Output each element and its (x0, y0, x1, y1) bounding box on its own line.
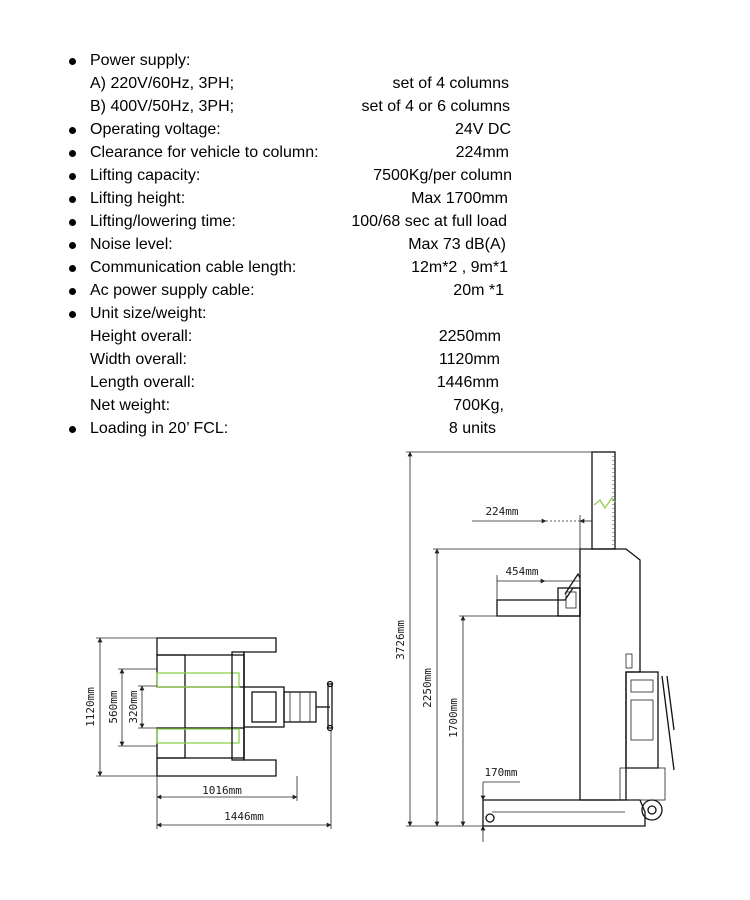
spec-value: set of 4 or 6 columns (361, 98, 510, 115)
spec-row: Width overall: 1120mm (0, 348, 750, 371)
dim-unit-height: 2250mm (421, 668, 434, 708)
spec-label: Clearance for vehicle to column: (90, 144, 319, 161)
spec-value: 2250mm (438, 328, 501, 345)
dim-fork-outer: 560mm (107, 690, 120, 723)
spec-label: Lifting capacity: (90, 167, 201, 184)
bullet-icon (69, 58, 76, 65)
spec-value: 224mm (455, 144, 509, 161)
dim-clearance: 224mm (485, 505, 518, 518)
spec-value: 12m*2 , 9m*1 (411, 259, 508, 276)
spec-label: A) 220V/60Hz, 3PH; (90, 75, 235, 92)
dim-pad-reach: 454mm (505, 565, 538, 578)
bullet-icon (69, 242, 76, 249)
bullet-icon (69, 265, 76, 272)
spec-value: 7500Kg/per column (373, 167, 512, 184)
spec-label: Loading in 20’ FCL: (90, 420, 229, 437)
spec-value: 700Kg, (453, 397, 504, 414)
spec-row: Loading in 20’ FCL: 8 units (0, 417, 750, 440)
spec-value: 1120mm (438, 351, 500, 368)
spec-row: A) 220V/60Hz, 3PH; set of 4 columns (0, 72, 750, 95)
spec-label: Lifting/lowering time: (90, 213, 236, 230)
spec-row: Net weight: 700Kg, (0, 394, 750, 417)
spec-value: 8 units (448, 420, 496, 437)
dim-length-overall: 1446mm (224, 810, 264, 823)
spec-row: Noise level: Max 73 dB(A) (0, 233, 750, 256)
spec-row: Communication cable length: 12m*2 , 9m*1 (0, 256, 750, 279)
dim-fork-length: 1016mm (202, 784, 242, 797)
dim-fork-inner: 320mm (127, 690, 140, 723)
spec-value: 100/68 sec at full load (351, 213, 507, 230)
spec-row: B) 400V/50Hz, 3PH; set of 4 or 6 columns (0, 95, 750, 118)
spec-row: Ac power supply cable: 20m *1 (0, 279, 750, 302)
spec-label: Power supply: (90, 52, 191, 69)
spec-label: Ac power supply cable: (90, 282, 255, 299)
spec-label: Operating voltage: (90, 121, 221, 138)
spec-label: Unit size/weight: (90, 305, 207, 322)
dim-lift-height: 1700mm (447, 698, 460, 738)
spec-label: Height overall: (90, 328, 193, 345)
spec-value: 20m *1 (453, 282, 504, 299)
spec-label: Communication cable length: (90, 259, 297, 276)
spec-value: 24V DC (454, 121, 511, 138)
spec-label: Length overall: (90, 374, 195, 391)
spec-row: Clearance for vehicle to column: 224mm (0, 141, 750, 164)
spec-label: Lifting height: (90, 190, 186, 207)
bullet-icon (69, 288, 76, 295)
spec-value: Max 1700mm (411, 190, 508, 207)
spec-label: Width overall: (90, 351, 187, 368)
spec-row: Lifting height: Max 1700mm (0, 187, 750, 210)
spec-value: 1446mm (436, 374, 499, 391)
spec-row: Operating voltage: 24V DC (0, 118, 750, 141)
spec-row: Length overall: 1446mm (0, 371, 750, 394)
spec-label: Net weight: (90, 397, 171, 414)
spec-value: Max 73 dB(A) (408, 236, 506, 253)
spec-label: B) 400V/50Hz, 3PH; (90, 98, 235, 115)
dim-max-height: 3726mm (394, 620, 407, 660)
spec-row: Height overall: 2250mm (0, 325, 750, 348)
bullet-icon (69, 219, 76, 226)
side-view-drawing: 3726mm 2250mm 1700mm 224mm 454mm 170mm (394, 451, 675, 842)
spec-row: Lifting/lowering time: 100/68 sec at ful… (0, 210, 750, 233)
spec-row: Lifting capacity: 7500Kg/per column (0, 164, 750, 187)
bullet-icon (69, 127, 76, 134)
bullet-icon (69, 196, 76, 203)
top-view-drawing: 1120mm 560mm 320mm 1016mm 1446mm (84, 637, 334, 829)
spec-row: Power supply: (0, 49, 750, 72)
bullet-icon (69, 426, 76, 433)
bullet-icon (69, 311, 76, 318)
dim-width-overall: 1120mm (84, 687, 97, 727)
bullet-icon (69, 150, 76, 157)
spec-value: set of 4 columns (392, 75, 510, 92)
dim-min-height: 170mm (484, 766, 517, 779)
spec-row: Unit size/weight: (0, 302, 750, 325)
bullet-icon (69, 173, 76, 180)
spec-label: Noise level: (90, 236, 173, 253)
